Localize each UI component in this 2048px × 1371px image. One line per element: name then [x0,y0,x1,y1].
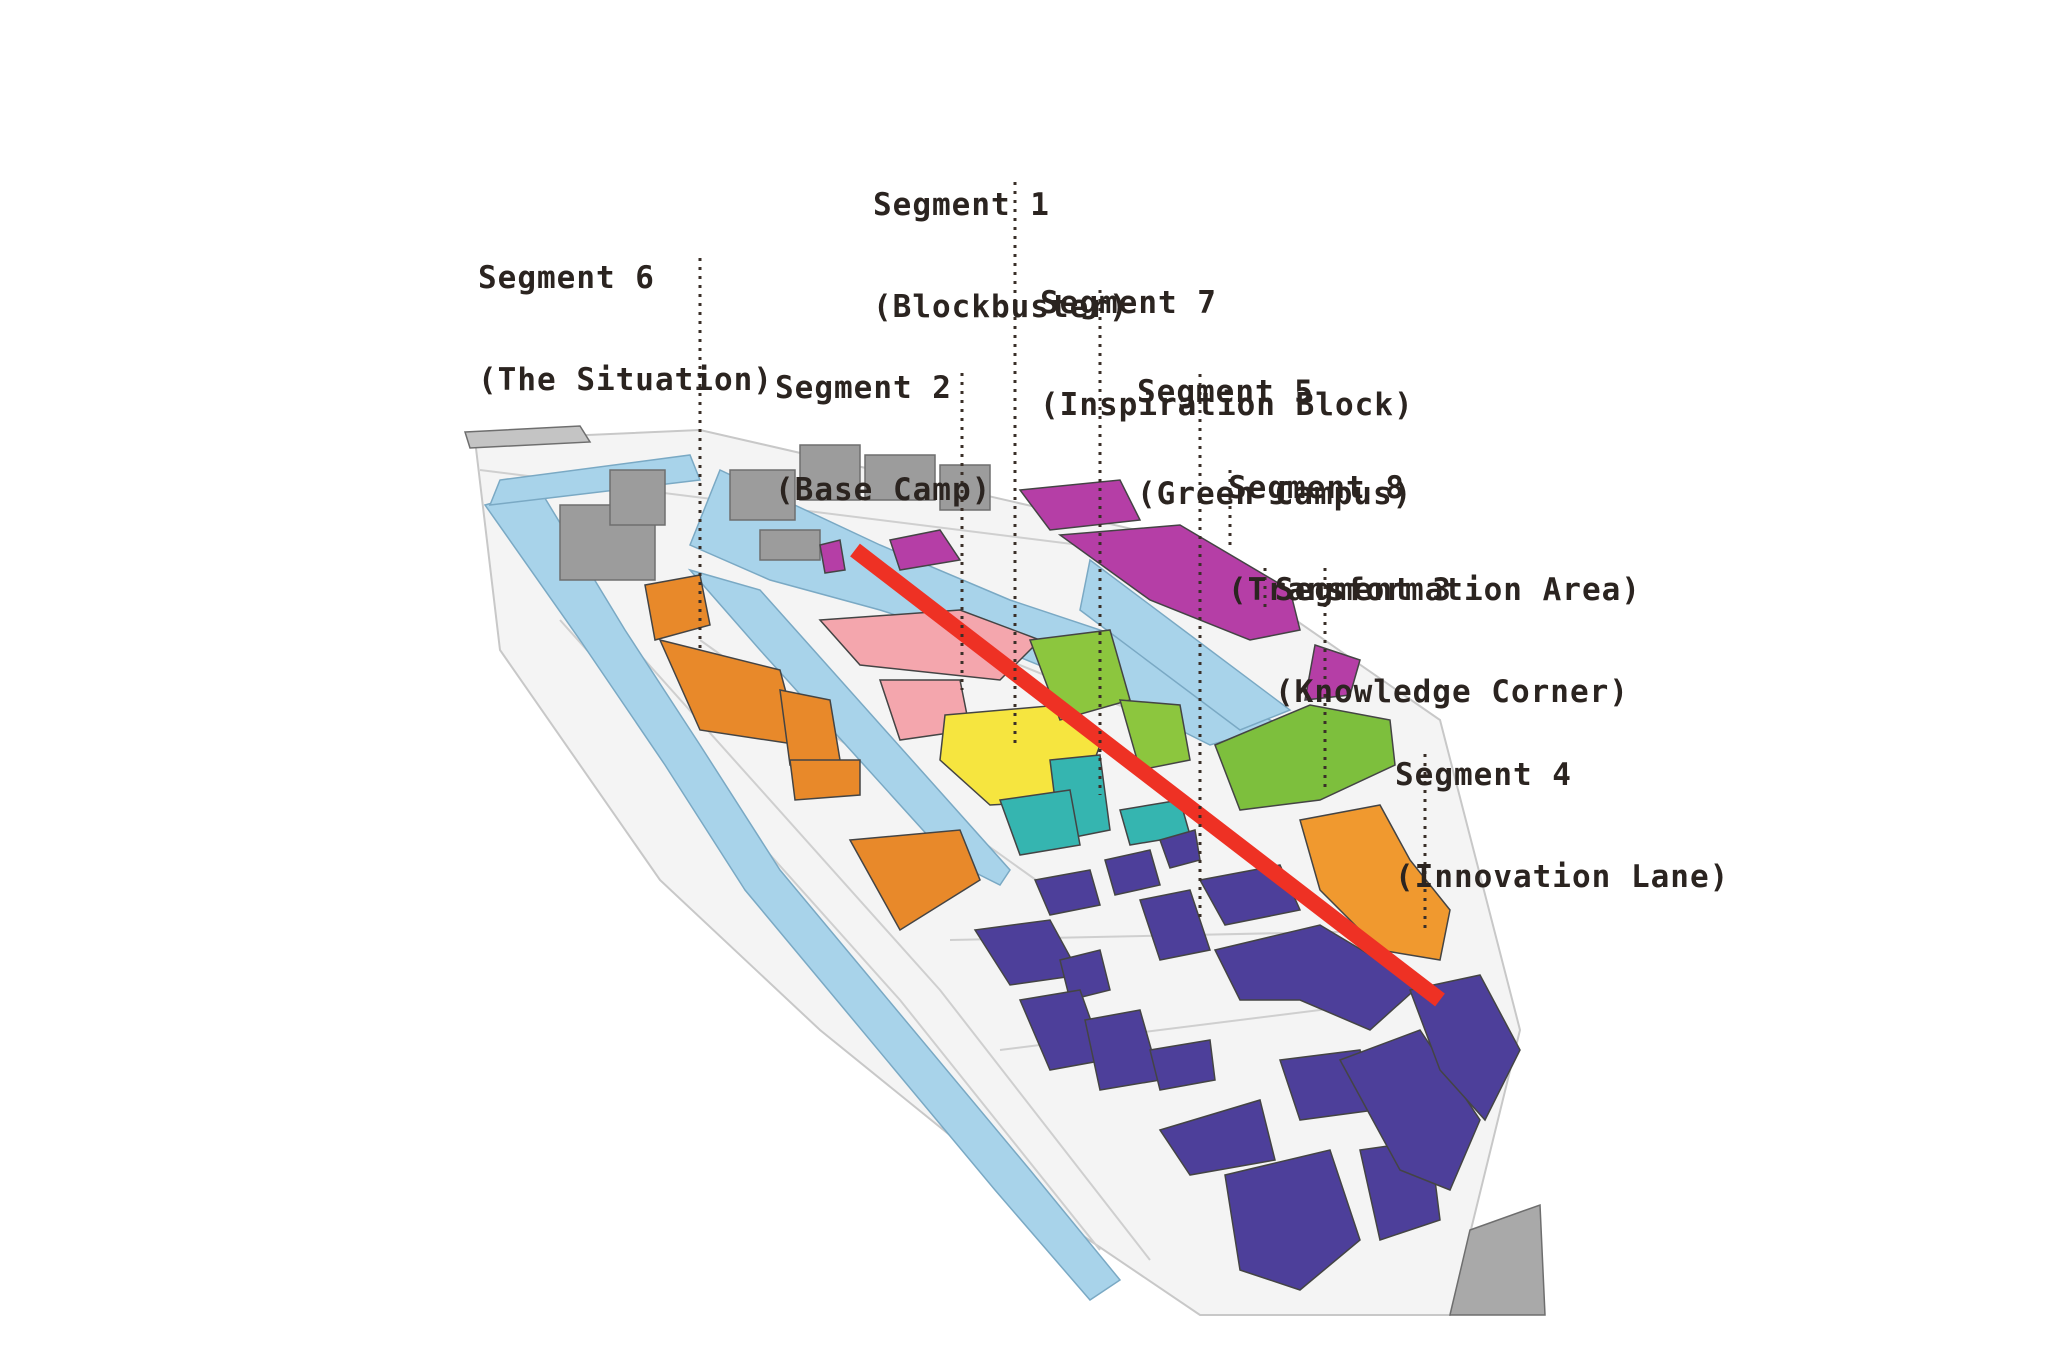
route-line [850,543,1445,1007]
segment-3-title: Segment 3 [1275,572,1452,608]
label-segment-5: Segment 5 (Green Campus) [1137,307,1412,579]
segment-6-building [644,574,711,641]
label-segment-3: Segment 3 (Knowledge Corner) [1275,505,1629,777]
segment-7-subtitle: (Inspiration Block) [1040,387,1414,423]
existing-buildings [463,425,991,581]
segment-7-title: Segment 7 [1040,285,1217,321]
canal-dock [687,568,1011,886]
label-segment-2: Segment 2 (Base Camp) [775,303,991,575]
existing-building [939,464,991,511]
segment-8-subtitle: (Transformation Area) [1228,572,1641,608]
label-segment-7: Segment 7 (Inspiration Block) [1040,218,1414,490]
segment-buildings [644,479,1521,1291]
label-segment-4: Segment 4 (Innovation Lane) [1395,690,1729,962]
segment-5-title: Segment 5 [1137,374,1314,410]
label-segment-6: Segment 6 (The Situation) [478,193,773,465]
campus-building [1149,1039,1216,1091]
campus-building [1104,849,1161,896]
segment-1-title: Segment 1 [873,187,1050,223]
canals [483,454,1292,1301]
segment-6-building [848,829,981,932]
existing-building-corner [1449,1203,1546,1316]
leader-lines [698,182,1427,930]
segment-4-title: Segment 4 [1395,757,1572,793]
segment-2-title: Segment 2 [775,370,952,406]
campus-building [1213,924,1422,1031]
campus-building [1224,1149,1361,1291]
segment-3-subtitle: (Knowledge Corner) [1275,674,1629,710]
segment-8-title: Segment 8 [1228,470,1405,506]
existing-building [759,529,821,561]
segment-5-building [1118,699,1191,771]
existing-building [609,469,666,526]
segment-3-building [1214,704,1396,811]
segment-1-subtitle: (Blockbuster) [873,289,1129,325]
existing-building-tower [463,425,592,449]
segment-7-building [998,789,1081,856]
segment-5-subtitle: (Green Campus) [1137,476,1413,512]
segment-8-building [819,539,846,574]
segment-6-subtitle: (The Situation) [478,362,773,398]
segment-2-subtitle: (Base Camp) [775,472,992,508]
existing-building [729,469,796,521]
label-segment-8: Segment 8 (Transformation Area) [1228,403,1641,675]
campus-building [1158,1099,1276,1176]
existing-building [864,454,936,501]
segment-4-subtitle: (Innovation Lane) [1395,859,1730,895]
campus-building [1059,949,1111,1001]
existing-building [799,444,861,501]
campus-building [1033,869,1101,916]
segment-8-building [1057,524,1301,641]
segment-8-building [1018,479,1142,531]
segment-8-building [889,529,962,571]
segment-8-building [1304,644,1361,701]
campus-building [1408,974,1521,1122]
canal-east [1079,558,1292,731]
label-segment-1: Segment 1 (Blockbuster) [873,120,1129,392]
canal-west [483,489,1122,1301]
campus-building [1139,889,1211,961]
segment-6-building [789,759,861,801]
segment-6-title: Segment 6 [478,260,655,296]
segment-4-building [1299,804,1451,961]
